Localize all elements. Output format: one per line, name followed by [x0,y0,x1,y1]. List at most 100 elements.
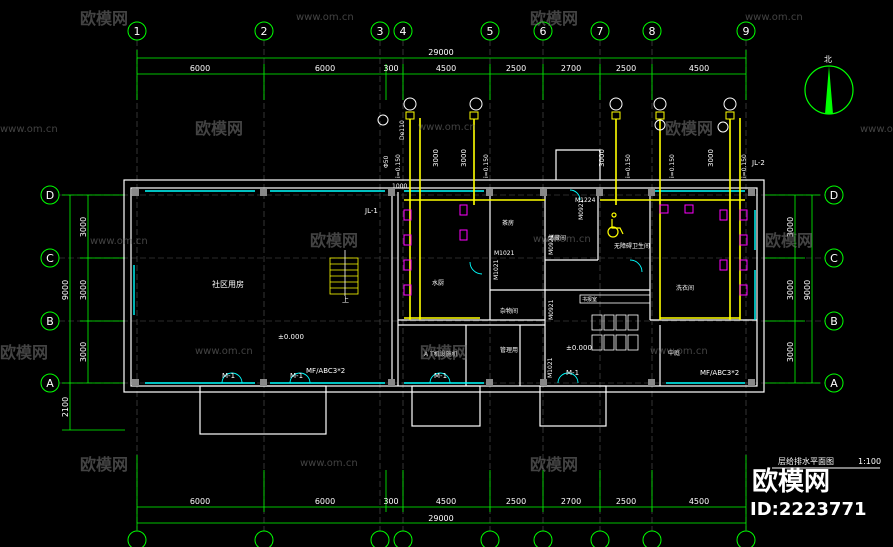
door-m1021: M1021 [547,357,554,378]
room-washroom: 洗衣间 [676,284,694,292]
watermark-site: www.om.cn [90,236,148,247]
watermark-id: ID:2223771 [750,499,867,520]
dim-right-row: 3000 [786,217,795,237]
door-m0921: M0921 [548,299,555,320]
watermark-brand: 欧模网 [530,9,578,28]
watermarks: 欧模网 www.om.cn 欧模网 www.om.cn www.om.cn 欧模… [0,9,893,474]
watermark-brand: 欧模网 [80,455,128,474]
top-dimensions [136,50,747,100]
axis-grid [59,40,825,531]
watermark-site: www.om.cn [745,12,803,23]
row-axis-labels: D C B A D C B A [46,189,838,390]
pipe-note: i=0.150 [395,154,402,178]
dim-seg-bottom: 2700 [561,497,581,506]
room-labels: 社区用房 水厨 杂物间 A T机设施机 管理用 无障碍卫生间 茶房 储藏间 中庭… [212,219,694,358]
door-m0921: M0921 [578,199,585,220]
door-m1224: M1224 [575,197,596,204]
left-dimension-text: 3000 3000 3000 9000 2100 [61,217,88,417]
axis-label-row: D [46,189,54,202]
axis-label-col: 9 [743,25,750,38]
left-dimensions [62,194,125,431]
riser-height: 3000 [432,149,440,167]
fire-extinguisher-note: MF/ABC3*2 [306,367,345,375]
room-tea: 茶房 [502,219,514,227]
dim-seg-bottom: 6000 [190,497,210,506]
watermark-brand: 欧模网 [530,455,578,474]
watermark-site: www.om.cn [300,458,358,469]
dim-seg-bottom: 6000 [315,497,335,506]
stair [329,250,359,296]
dim-seg-bottom: 4500 [689,497,709,506]
axis-label-row: B [46,315,54,328]
drawing-scale: 1:100 [858,457,881,466]
dim-seg-top: 2500 [616,64,636,73]
dim-seg-bottom: 300 [383,497,398,506]
dim-seg-top: 2700 [561,64,581,73]
axis-label-col: 6 [540,25,547,38]
bottom-dimensions [136,455,747,530]
windows [133,190,756,384]
elevation-mark: ±0.000 [566,344,592,352]
room-storage: 储藏间 [548,234,566,242]
watermark-corner: 欧模网 ID:2223771 [750,466,867,520]
dim-seg-top: 300 [383,64,398,73]
riser-extra: 1000 [392,183,407,190]
row-axis-bubbles [40,185,844,393]
riser-symbols [377,97,737,133]
dim-seg-bottom: 2500 [506,497,526,506]
riser-valves [405,111,735,120]
column-axis-bubbles [127,21,756,547]
door-m0921: M0921 [548,234,555,255]
door-swings [221,189,643,384]
structural-columns [132,189,755,386]
pipe-note: i=0.150 [483,154,490,178]
dim-left-total: 9000 [61,280,70,300]
dim-seg-top: 6000 [190,64,210,73]
elevation-mark: ±0.000 [278,333,304,341]
drawing-title-text: 层给排水平面图 [778,456,834,466]
axis-label-row: C [46,252,54,265]
watermark-brand: 欧模网 [0,343,48,362]
top-dimension-text: 29000 6000 6000 300 4500 2500 2700 2500 … [190,48,709,73]
watermark-site: www.om.cn [195,346,253,357]
watermark-brand-large: 欧模网 [752,466,830,497]
sanitary-fixtures [403,204,748,296]
watermark-site: www.om.cn [0,124,58,135]
axis-label-col: 1 [134,25,141,38]
room-kitchen: 水厨 [432,279,444,287]
dim-right-row: 3000 [786,342,795,362]
pipe-note: De110 [399,120,406,140]
watermark-site: www.om.cn [418,122,476,133]
axis-label-row: C [830,252,838,265]
room-hall: 中庭 [668,349,680,357]
watermark-brand: 欧模网 [310,231,358,250]
north-label: 北 [824,55,832,64]
north-arrow: 北 [804,55,854,115]
dim-right-row: 3000 [786,280,795,300]
axis-label-col: 4 [400,25,407,38]
room-disabled-wc: 无障碍卫生间 [614,242,650,250]
dim-seg-top: 4500 [436,64,456,73]
axis-label-row: B [830,315,838,328]
dim-seg-top: 6000 [315,64,335,73]
room-device: A T机设施机 [424,350,458,358]
riser-height: 3000 [598,149,606,167]
axis-label-col: 7 [597,25,604,38]
watermark-brand: 欧模网 [765,231,813,250]
reading-tables [579,294,651,351]
axis-label-col: 8 [649,25,656,38]
label-jl1: JL-1 [364,207,378,215]
axis-label-row: A [830,377,838,390]
stair-up-label: 上 [342,295,349,304]
door-m1: M-1 [566,369,579,377]
pipe-note: i=0.150 [669,154,676,178]
door-m1021: M1021 [494,250,515,257]
room-store: 杂物间 [500,307,518,315]
room-duty: 管理用 [500,346,518,354]
column-axis-labels: 1 2 3 4 5 6 7 8 9 [134,25,750,38]
dim-right-total: 9000 [803,280,812,300]
watermark-brand: 欧模网 [80,9,128,28]
drawing-title: 层给排水平面图 1:100 [772,456,881,469]
pipe-note: i=0.150 [625,154,632,178]
